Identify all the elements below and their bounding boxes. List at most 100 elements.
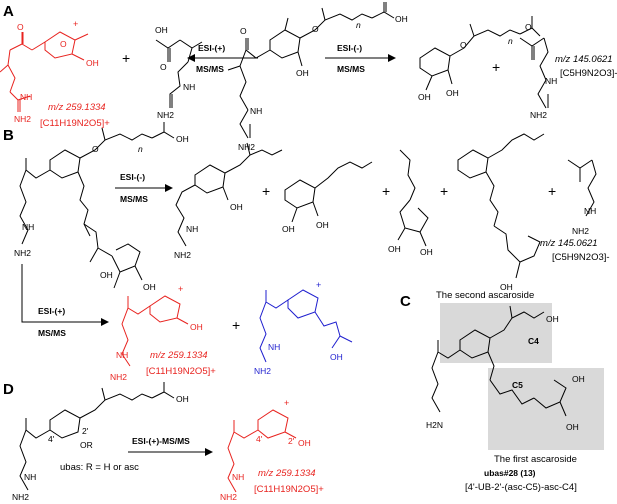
fragment-red-b xyxy=(121,295,189,367)
red-formula-a: [C11H19N2O5]+ xyxy=(40,118,110,129)
oh-acid-b: OH xyxy=(176,134,189,144)
red-nh-b: NH xyxy=(116,350,128,360)
nh2-anion-a: NH2 xyxy=(530,110,547,120)
red-formula-b: [C11H19N2O5]+ xyxy=(146,366,216,377)
red-charge-d: + xyxy=(284,398,289,408)
o-ester-a: O xyxy=(240,26,247,36)
nh2-parent-a: NH2 xyxy=(238,142,255,152)
oh-ring-a2: OH xyxy=(446,88,459,98)
red-oh-d: OH xyxy=(298,438,311,448)
structure-c xyxy=(431,305,567,417)
c5-label: C5 xyxy=(512,380,523,390)
red-nh-d: NH xyxy=(232,472,244,482)
c4-label: C4 xyxy=(528,336,539,346)
plus-b2: + xyxy=(382,183,390,199)
esi-neg-label-a: ESI-(-) xyxy=(337,43,362,53)
nh2-anion-b: NH2 xyxy=(572,226,589,236)
red-charge-b: + xyxy=(178,284,183,294)
red-mz-d: m/z 259.1334 xyxy=(258,468,316,479)
red-o-a: O xyxy=(60,39,67,49)
esi-neg-label-b: ESI-(-) xyxy=(120,172,145,182)
n-subscript-b: n xyxy=(138,144,143,154)
red-o2-a: O xyxy=(17,22,24,32)
red-mz-a: m/z 259.1334 xyxy=(48,102,106,113)
msms-label-a1: MS/MS xyxy=(196,64,224,74)
oh-acid-d: OH xyxy=(176,394,189,404)
red-formula-d: [C11H19N2O5]+ xyxy=(254,484,324,495)
ho-ring-b2: OH xyxy=(282,224,295,234)
msms-label-b2: MS/MS xyxy=(38,328,66,338)
ascaroside-fragment-a xyxy=(419,16,541,91)
esi-label-d: ESI-(+)-MS/MS xyxy=(132,436,190,446)
product-4-b xyxy=(457,133,545,279)
red-oh-a: OH xyxy=(86,58,99,68)
nh-d: NH xyxy=(24,472,36,482)
product-1-b xyxy=(175,142,283,247)
red-nh2-a: NH2 xyxy=(14,114,31,124)
plus-a1: + xyxy=(122,50,130,66)
oh-ring-b3: OH xyxy=(420,247,433,257)
msms-label-a2: MS/MS xyxy=(337,64,365,74)
oh-ring-b4: OH xyxy=(500,282,513,292)
nh2-parent-b: NH2 xyxy=(14,248,31,258)
o-anion-a: O xyxy=(525,22,532,32)
nh-amino-a: NH xyxy=(183,82,195,92)
panel-label-c: C xyxy=(400,293,411,310)
product-2-b xyxy=(284,161,373,223)
oh-amino-a: OH xyxy=(155,25,168,35)
oh-ring-b1: OH xyxy=(230,202,243,212)
highlight-second-ascaroside xyxy=(440,303,552,363)
oh-ring-a: OH xyxy=(296,68,309,78)
plus-b1: + xyxy=(262,183,270,199)
fragment-red-d xyxy=(227,409,297,493)
amino-fragment-a xyxy=(155,39,203,108)
plus-a2: + xyxy=(492,59,500,75)
msms-label-b1: MS/MS xyxy=(120,194,148,204)
or-label-d: OR xyxy=(80,440,93,450)
h2n-c: H2N xyxy=(426,420,443,430)
right-formula-a: [C5H9N2O3]- xyxy=(560,68,617,79)
n-subscript-a2: n xyxy=(508,36,513,46)
compound-name-c: ubas#28 (13) xyxy=(484,468,536,478)
o-glyco-b: O xyxy=(92,144,99,154)
plus-b5: + xyxy=(232,317,240,333)
parent-molecule-b xyxy=(19,122,175,289)
red-mz-b: m/z 259.1334 xyxy=(150,350,208,361)
plus-b4: + xyxy=(548,183,556,199)
highlight-first-ascaroside xyxy=(488,368,604,450)
amino-anion-b xyxy=(567,159,597,217)
blue-charge-b: + xyxy=(316,280,321,290)
parent-molecule-a xyxy=(227,2,395,139)
ho-ring-b3: OH xyxy=(388,244,401,254)
nh2-amino-a: NH2 xyxy=(157,110,174,120)
oh-ring-c1: OH xyxy=(572,374,585,384)
parent-molecule-d xyxy=(19,382,175,491)
formula-name-c: [4'-UB-2'-(asc-C5)-asc-C4] xyxy=(465,482,577,493)
esi-pos-label-a: ESI-(+) xyxy=(198,43,225,53)
panel-label-b: B xyxy=(3,127,14,144)
oh-ring-b2: OH xyxy=(316,220,329,230)
fragment-red-a xyxy=(0,31,89,112)
arrow-pos-b xyxy=(21,264,109,326)
first-ascaroside-label: The first ascaroside xyxy=(494,454,577,465)
red-2prime-d: 2' xyxy=(288,436,295,446)
nh-parent-a: NH xyxy=(250,106,262,116)
product-3-b xyxy=(397,149,429,247)
second-ascaroside-label: The second ascaroside xyxy=(436,290,534,301)
red-nh2-d: NH2 xyxy=(220,492,237,502)
right-mz-a: m/z 145.0621 xyxy=(555,54,613,65)
blue-nh-b: NH xyxy=(268,342,280,352)
o-glyco-a: O xyxy=(312,24,319,34)
oh-ring-b: OH xyxy=(143,282,156,292)
red-oh-b: OH xyxy=(190,322,203,332)
nh-anion-b: NH xyxy=(584,206,596,216)
o-glyco-a2: O xyxy=(460,40,467,50)
n-subscript-a: n xyxy=(356,20,361,30)
nh2-b1: NH2 xyxy=(174,250,191,260)
panel-label-a: A xyxy=(3,3,14,20)
oh-acid-c: OH xyxy=(546,314,559,324)
label-2prime-d: 2' xyxy=(82,426,89,436)
right-mz-b: m/z 145.0621 xyxy=(540,238,598,249)
oh-acid-a: OH xyxy=(395,14,408,24)
